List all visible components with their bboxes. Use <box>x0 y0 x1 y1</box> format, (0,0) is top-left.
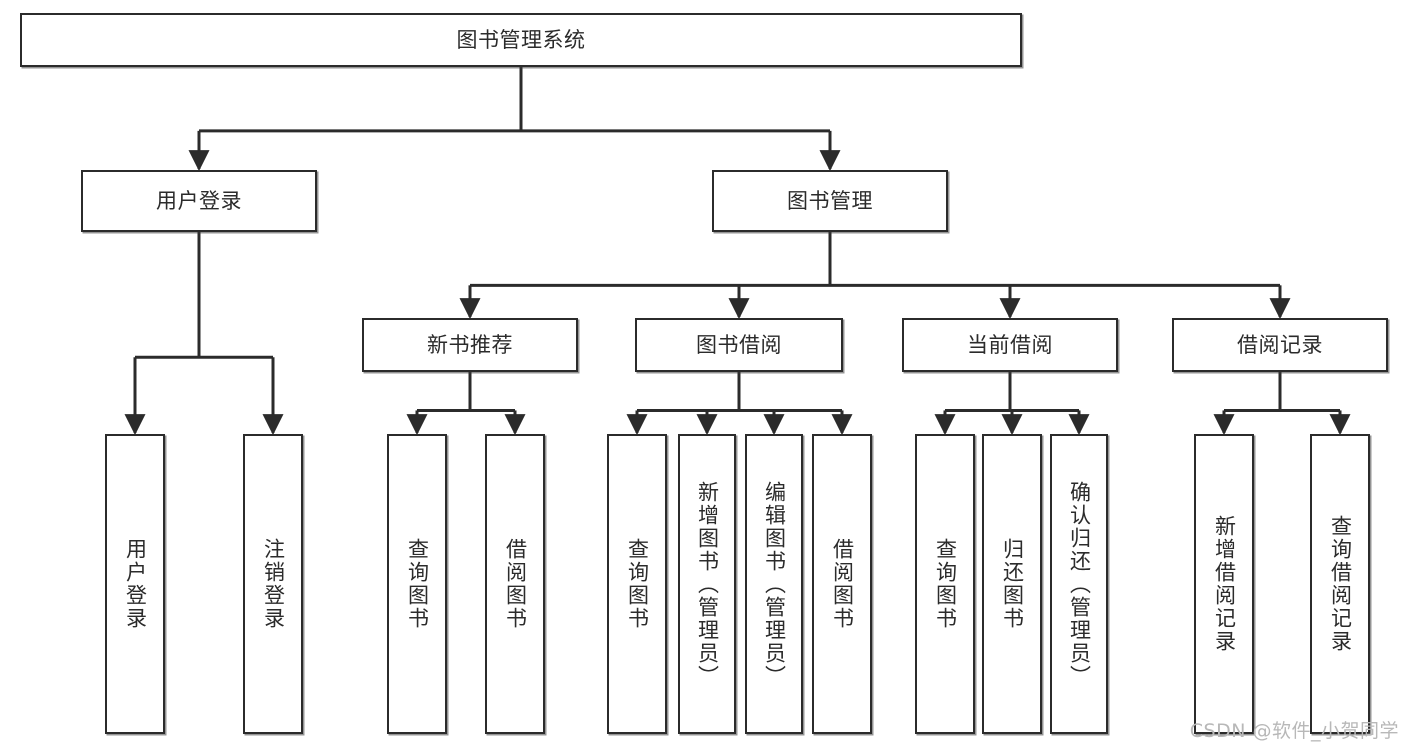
node-login[interactable]: 用户登录 <box>81 170 317 232</box>
node-l8[interactable]: 借阅图书 <box>812 434 872 734</box>
node-label: 用户登录 <box>156 188 242 213</box>
node-label: 图书管理 <box>787 188 873 213</box>
node-l5[interactable]: 查询图书 <box>607 434 667 734</box>
node-label: 借阅图书 <box>503 538 528 630</box>
node-l6[interactable]: 新增图书（管理员） <box>678 434 736 734</box>
node-l2[interactable]: 注销登录 <box>243 434 303 734</box>
node-current[interactable]: 当前借阅 <box>902 318 1118 372</box>
node-label: 借阅图书 <box>830 538 855 630</box>
node-label: 新增图书（管理员） <box>695 480 720 688</box>
node-l4[interactable]: 借阅图书 <box>485 434 545 734</box>
node-label: 确认归还（管理员） <box>1067 480 1092 688</box>
watermark: CSDN @软件_小贺同学 <box>1189 720 1399 742</box>
node-l3[interactable]: 查询图书 <box>387 434 447 734</box>
node-label: 新书推荐 <box>427 332 513 357</box>
node-l11[interactable]: 确认归还（管理员） <box>1050 434 1108 734</box>
node-root[interactable]: 图书管理系统 <box>20 13 1022 67</box>
node-l13[interactable]: 查询借阅记录 <box>1310 434 1370 734</box>
node-label: 借阅记录 <box>1237 332 1323 357</box>
node-label: 注销登录 <box>261 538 286 630</box>
node-label: 编辑图书（管理员） <box>762 480 787 688</box>
node-newbook[interactable]: 新书推荐 <box>362 318 578 372</box>
node-records[interactable]: 借阅记录 <box>1172 318 1388 372</box>
node-l1[interactable]: 用户登录 <box>105 434 165 734</box>
node-label: 用户登录 <box>123 538 148 630</box>
node-label: 归还图书 <box>1000 538 1025 630</box>
node-l10[interactable]: 归还图书 <box>982 434 1042 734</box>
node-label: 查询借阅记录 <box>1328 515 1353 653</box>
node-label: 查询图书 <box>625 538 650 630</box>
node-l9[interactable]: 查询图书 <box>915 434 975 734</box>
node-label: 查询图书 <box>933 538 958 630</box>
node-label: 图书管理系统 <box>456 27 586 52</box>
node-label: 当前借阅 <box>967 332 1053 357</box>
node-l7[interactable]: 编辑图书（管理员） <box>745 434 803 734</box>
node-bookmgmt[interactable]: 图书管理 <box>712 170 948 232</box>
node-borrow[interactable]: 图书借阅 <box>635 318 843 372</box>
node-label: 查询图书 <box>405 538 430 630</box>
node-l12[interactable]: 新增借阅记录 <box>1194 434 1254 734</box>
node-label: 新增借阅记录 <box>1212 515 1237 653</box>
node-label: 图书借阅 <box>696 332 782 357</box>
